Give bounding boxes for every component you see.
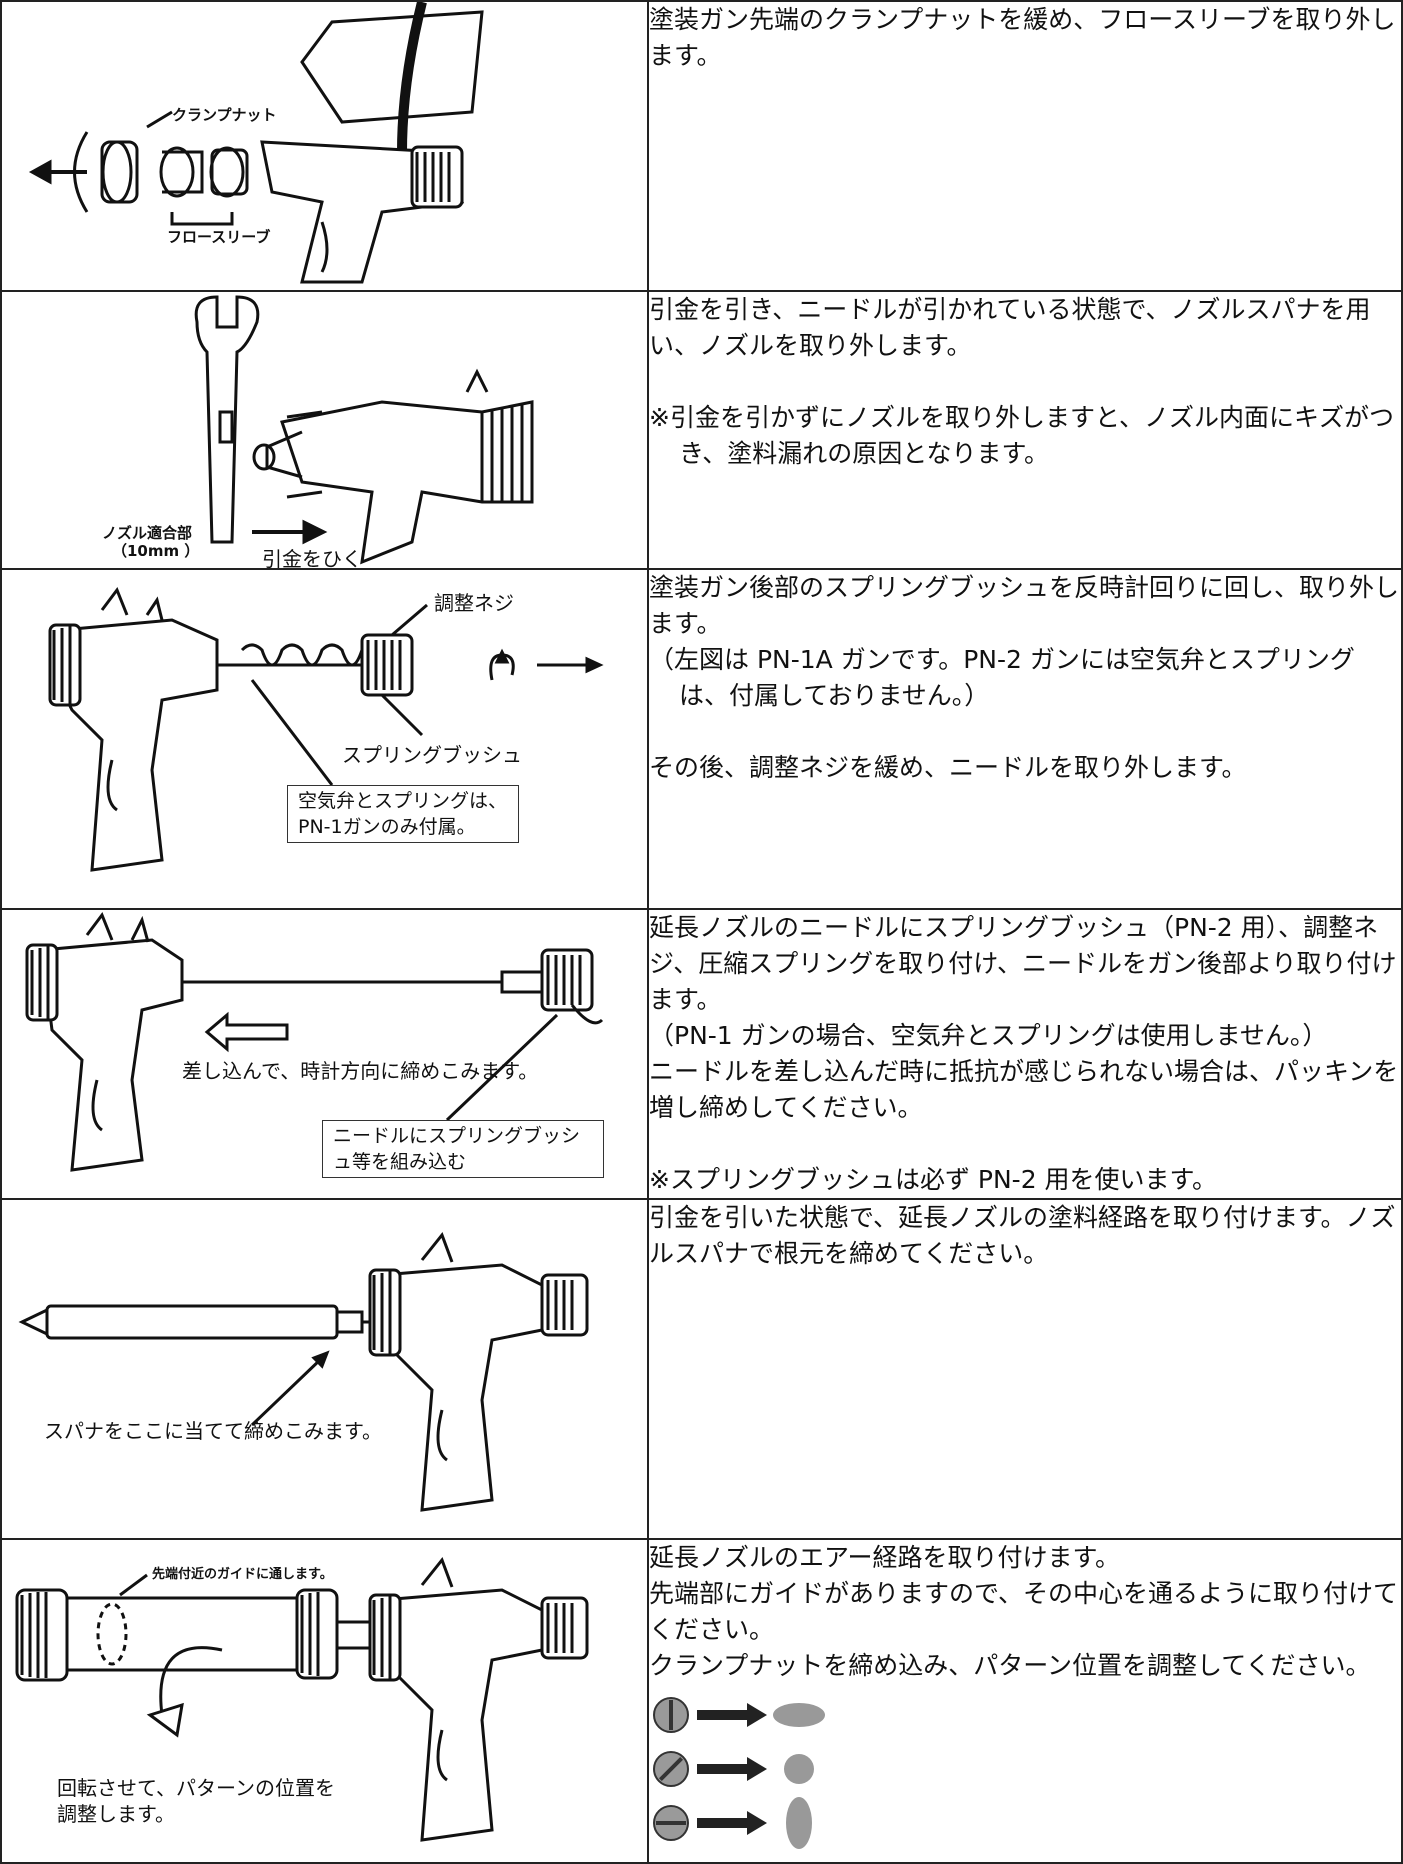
rotate-label: 回転させて、パターンの位置を調整します。 bbox=[57, 1776, 335, 1826]
step-2-figure: ノズル適合部 （10mm ） 引金をひく bbox=[0, 290, 649, 570]
step-6-text: 延長ノズルのエアー経路を取り付けます。 先端部にガイドがありますので、その中心を… bbox=[647, 1538, 1403, 1864]
wrench-fit-label: ノズル適合部 bbox=[102, 524, 193, 542]
step-3-followup: その後、調整ネジを緩め、ニードルを取り外します。 bbox=[649, 753, 1247, 782]
pattern-row-horizontal bbox=[649, 1688, 1401, 1742]
step-1-paragraph: 塗装ガン先端のクランプナットを緩め、フロースリーブを取り外します。 bbox=[649, 5, 1396, 70]
step-6-paragraph-2: 先端部にガイドがありますので、その中心を通るように取り付けてください。 bbox=[649, 1579, 1399, 1644]
step-row-3: 調整ネジ スプリングブッシュ 空気弁とスプリングは、PN-1ガンのみ付属。 塗装… bbox=[0, 568, 1403, 910]
step-3-text: 塗装ガン後部のスプリングブッシュを反時計回りに回し、取り外します。 （左図は P… bbox=[647, 568, 1403, 910]
pattern-row-vertical bbox=[649, 1796, 1401, 1850]
step-row-2: ノズル適合部 （10mm ） 引金をひく 引金を引き、ニードルが引かれている状態… bbox=[0, 290, 1403, 570]
step-4-figure: 差し込んで、時計方向に締めこみます。 ニードルにスプリングブッシュ等を組み込む bbox=[0, 908, 649, 1200]
step-4-tighten-note: ニードルを差し込んだ時に抵抗が感じられない場合は、パッキンを増し締めしてください… bbox=[649, 1057, 1399, 1122]
step-row-4: 差し込んで、時計方向に締めこみます。 ニードルにスプリングブッシュ等を組み込む … bbox=[0, 908, 1403, 1200]
step-1-figure: クランプナット フロースリーブ bbox=[0, 0, 649, 292]
flow-sleeve-label: フロースリーブ bbox=[167, 228, 271, 246]
step-5-figure: スパナをここに当てて締めこみます。 bbox=[0, 1198, 649, 1540]
step-2-paragraph: 引金を引き、ニードルが引かれている状態で、ノズルスパナを用い、ノズルを取り外しま… bbox=[649, 295, 1371, 360]
spring-bush-label: スプリングブッシュ bbox=[342, 743, 522, 767]
step-row-6: 先端付近のガイドに通します。 回転させて、パターンの位置を調整します。 延長ノズ… bbox=[0, 1538, 1403, 1864]
step-4-warning: ※スプリングブッシュは必ず PN-2 用を使います。 bbox=[649, 1165, 1218, 1194]
wrench-here-label: スパナをここに当てて締めこみます。 bbox=[44, 1419, 382, 1443]
note-box: 空気弁とスプリングは、PN-1ガンのみ付属。 bbox=[287, 785, 519, 843]
needle-note-box: ニードルにスプリングブッシュ等を組み込む bbox=[322, 1120, 604, 1178]
wrench-size-label: （10mm ） bbox=[112, 542, 200, 560]
step-3-note: （左図は PN-1A ガンです。PN-2 ガンには空気弁とスプリングは、付属して… bbox=[649, 645, 1355, 710]
step-6-figure: 先端付近のガイドに通します。 回転させて、パターンの位置を調整します。 bbox=[0, 1538, 649, 1864]
clamp-nut-removal-illustration bbox=[28, 3, 484, 284]
step-4-text: 延長ノズルのニードルにスプリングブッシュ（PN-2 用）、調整ネジ、圧縮スプリン… bbox=[647, 908, 1403, 1200]
step-2-warning: ※引金を引かずにノズルを取り外しますと、ノズル内面にキズがつき、塗料漏れの原因と… bbox=[649, 403, 1394, 468]
guide-label: 先端付近のガイドに通します。 bbox=[152, 1567, 333, 1582]
adjust-screw-label: 調整ネジ bbox=[434, 591, 514, 615]
pattern-diagram bbox=[649, 1688, 1401, 1850]
step-3-figure: 調整ネジ スプリングブッシュ 空気弁とスプリングは、PN-1ガンのみ付属。 bbox=[0, 568, 649, 910]
clamp-nut-label: クランプナット bbox=[172, 106, 277, 124]
needle-insertion-illustration bbox=[25, 911, 604, 1172]
step-4-paragraph: 延長ノズルのニードルにスプリングブッシュ（PN-2 用）、調整ネジ、圧縮スプリン… bbox=[649, 913, 1397, 1014]
step-4-pn1-note: （PN-1 ガンの場合、空気弁とスプリングは使用しません。） bbox=[649, 1021, 1328, 1050]
paint-path-attachment-illustration bbox=[18, 1231, 589, 1512]
insert-label: 差し込んで、時計方向に締めこみます。 bbox=[182, 1059, 539, 1083]
nozzle-removal-illustration bbox=[194, 295, 534, 565]
step-6-paragraph-3: クランプナットを締め込み、パターン位置を調整してください。 bbox=[649, 1651, 1371, 1680]
step-3-paragraph: 塗装ガン後部のスプリングブッシュを反時計回りに回し、取り外します。 bbox=[649, 573, 1400, 638]
pattern-row-round bbox=[649, 1742, 1401, 1796]
air-path-attachment-illustration bbox=[15, 1556, 589, 1842]
spring-bush-removal-illustration bbox=[48, 586, 604, 872]
vertical-pattern-icon bbox=[653, 1797, 812, 1849]
step-5-paragraph: 引金を引いた状態で、延長ノズルの塗料経路を取り付けます。ノズルスパナで根元を締め… bbox=[649, 1203, 1396, 1268]
pull-trigger-label: 引金をひく bbox=[262, 547, 362, 569]
step-row-5: スパナをここに当てて締めこみます。 引金を引いた状態で、延長ノズルの塗料経路を取… bbox=[0, 1198, 1403, 1540]
step-2-text: 引金を引き、ニードルが引かれている状態で、ノズルスパナを用い、ノズルを取り外しま… bbox=[647, 290, 1403, 570]
horizontal-pattern-icon bbox=[653, 1697, 825, 1733]
round-pattern-icon bbox=[653, 1751, 814, 1787]
step-5-text: 引金を引いた状態で、延長ノズルの塗料経路を取り付けます。ノズルスパナで根元を締め… bbox=[647, 1198, 1403, 1540]
step-6-paragraph-1: 延長ノズルのエアー経路を取り付けます。 bbox=[649, 1543, 1121, 1572]
step-1-text: 塗装ガン先端のクランプナットを緩め、フロースリーブを取り外します。 bbox=[647, 0, 1403, 292]
step-row-1: クランプナット フロースリーブ 塗装ガン先端のクランプナットを緩め、フロースリー… bbox=[0, 0, 1403, 292]
